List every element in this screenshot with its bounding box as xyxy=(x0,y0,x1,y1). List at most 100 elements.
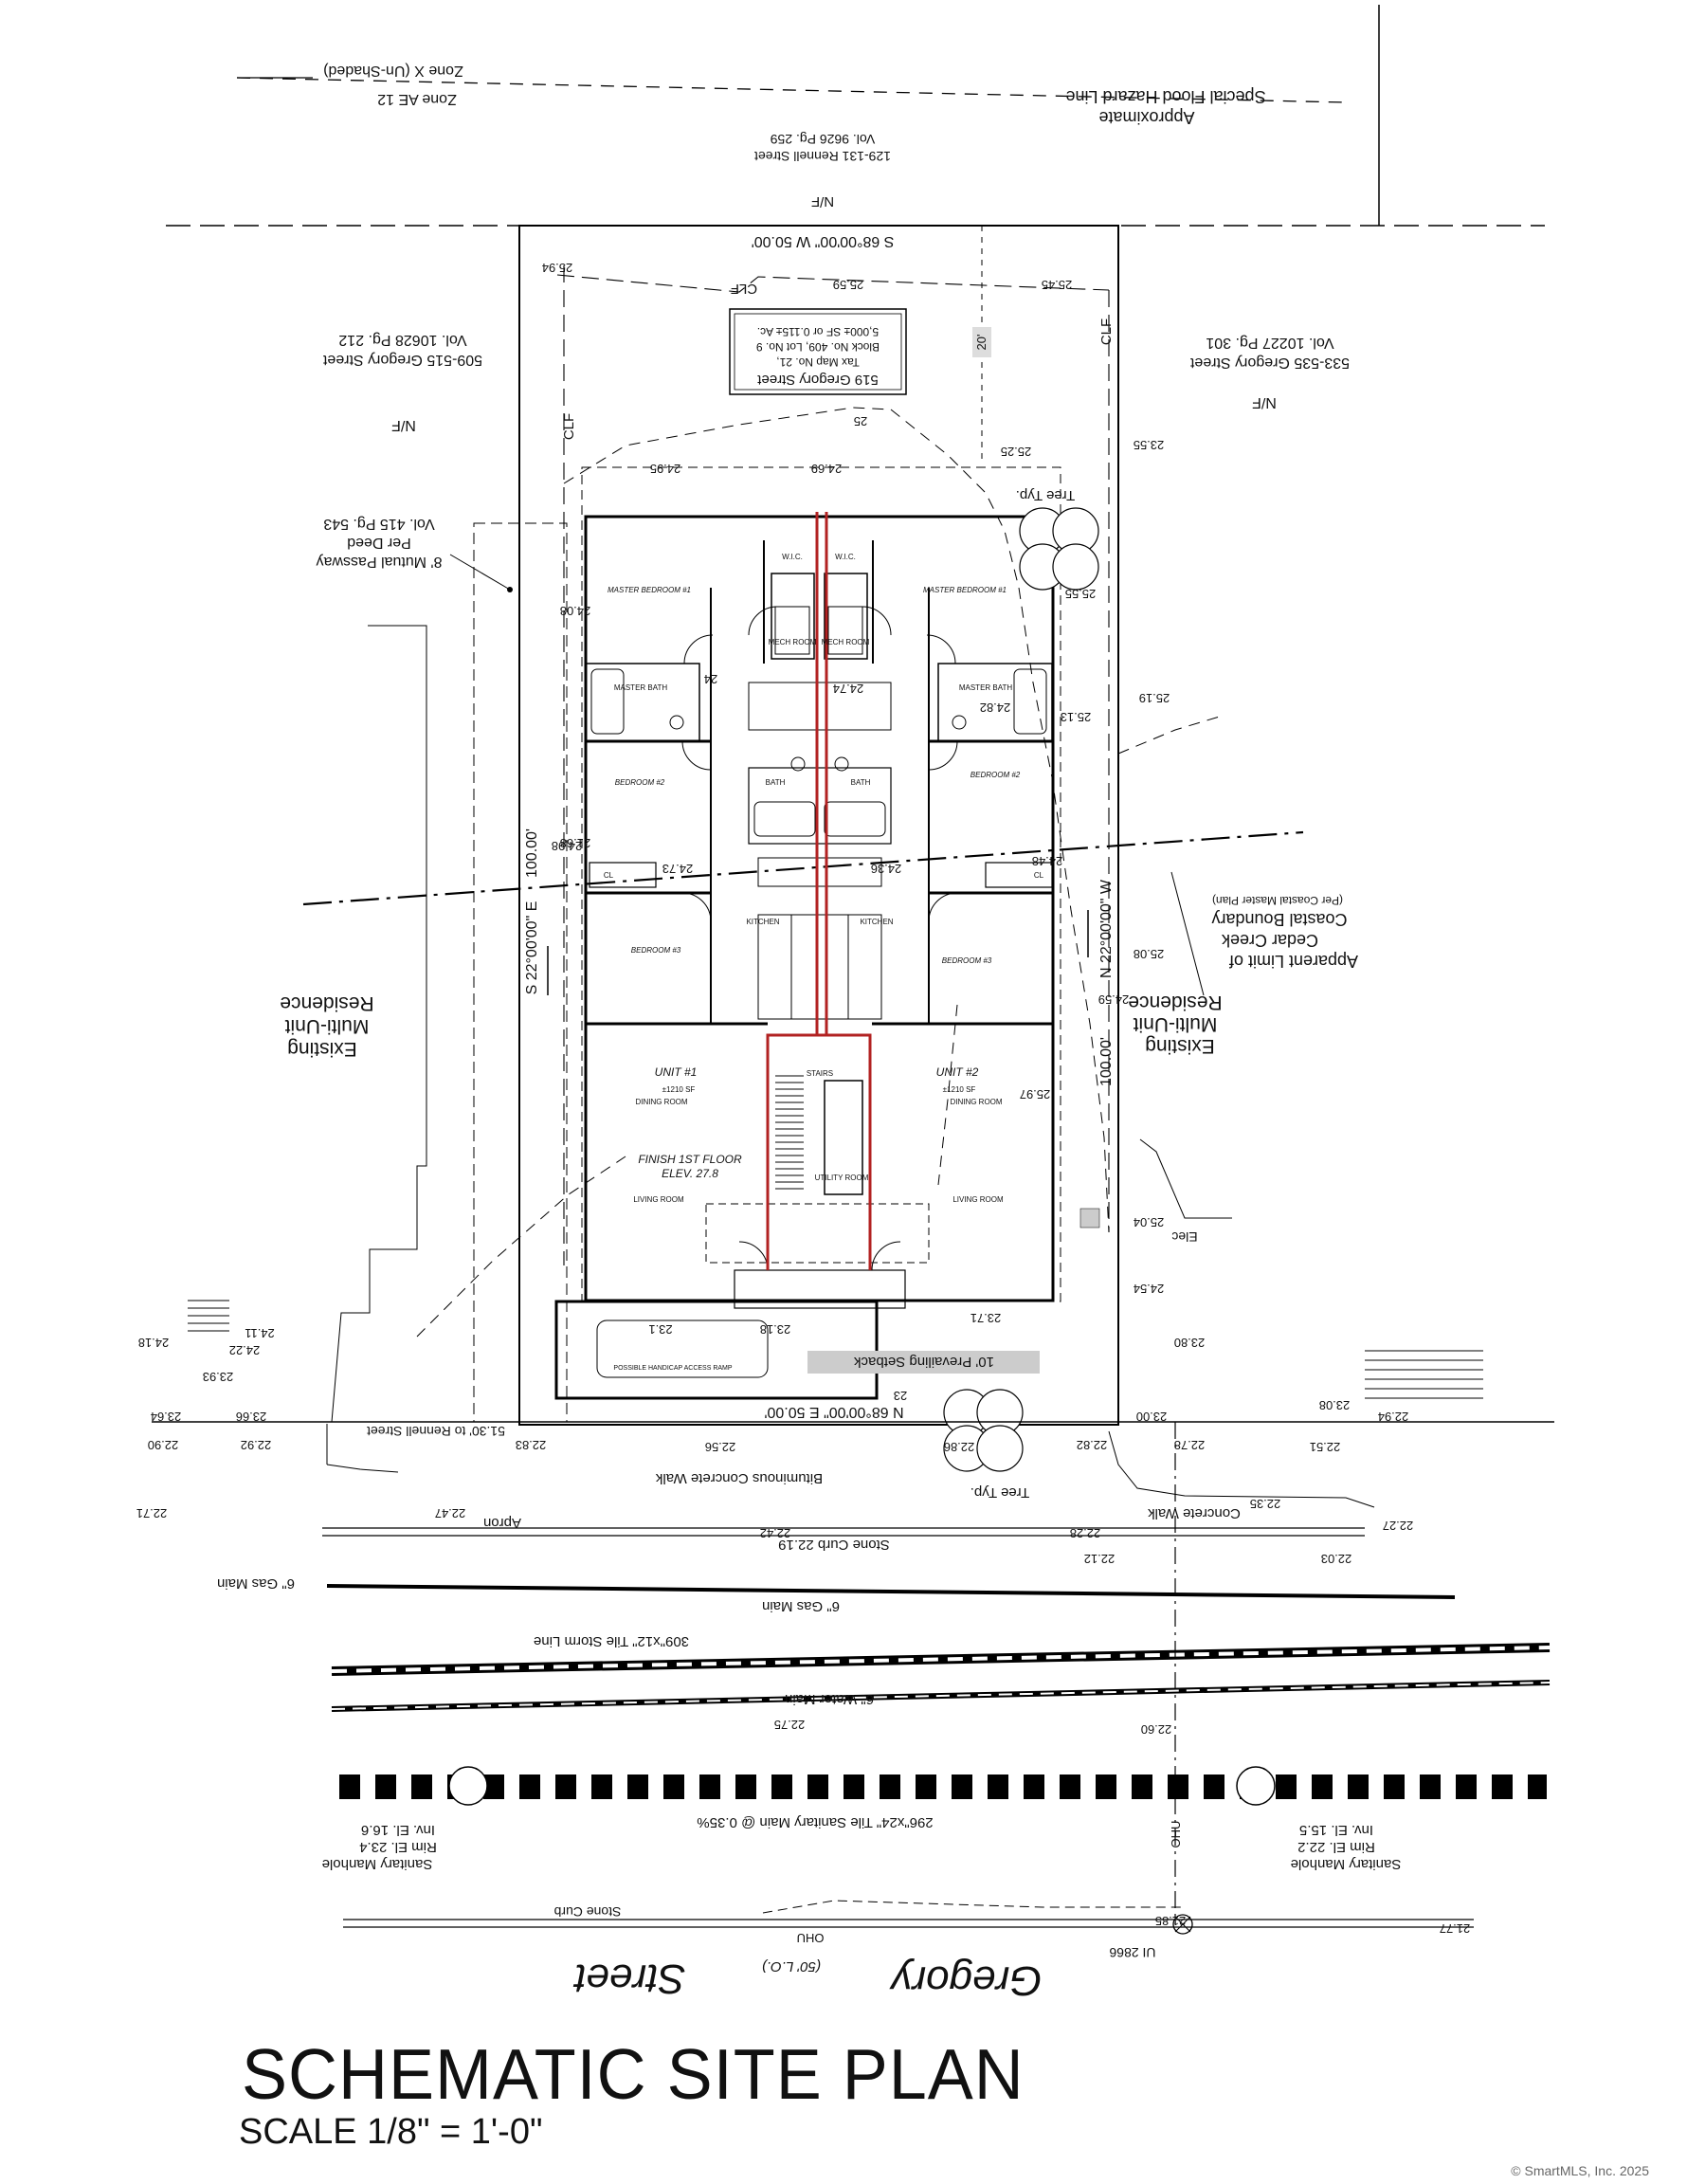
ohu-label: OHU xyxy=(1169,1821,1183,1848)
bedroom-3-right: BEDROOM #3 xyxy=(942,956,992,965)
elev-label: 24.11 xyxy=(245,1326,275,1340)
tree-bottom-label: Tree Typ. xyxy=(970,1484,1030,1501)
gas-main-center-label: 6" Gas Main xyxy=(762,1598,840,1614)
elev-label: 21.85 xyxy=(1155,1914,1187,1928)
clf-left-label: CLF xyxy=(561,413,577,440)
unit-1-sf: ±1210 SF xyxy=(662,1085,696,1094)
drawing-title: SCHEMATIC SITE PLAN xyxy=(242,2035,1025,2115)
closet-left: CL xyxy=(604,871,614,880)
wic-right: W.I.C. xyxy=(835,553,856,561)
finish-floor-2: ELEV. 27.8 xyxy=(662,1167,718,1180)
elev-label: 25.55 xyxy=(1065,587,1097,601)
bearing-right-length: 100.00' xyxy=(1098,1037,1115,1086)
elev-label: 23.55 xyxy=(1134,438,1165,452)
elev-label: 22.86 xyxy=(944,1440,975,1454)
master-bath-right: MASTER BATH xyxy=(959,683,1013,692)
dining-right: DINING ROOM xyxy=(950,1098,1002,1106)
gas-main-left-label: 6" Gas Main xyxy=(217,1575,295,1592)
property-boundary: S 68°00'00" W 50.00' N 68°00'00" E 50.00… xyxy=(518,225,1119,1426)
lot-area: 5,000± SF or 0.115± Ac. xyxy=(757,325,879,338)
mh-right-3: Inv. El. 15.5 xyxy=(1299,1822,1373,1838)
kitchen-right: KITCHEN xyxy=(860,918,893,926)
elev-label: 24.59 xyxy=(1098,992,1130,1007)
rear-neighbor-nf: N/F xyxy=(811,193,834,209)
elev-label: 23.1 xyxy=(648,1322,672,1337)
left-neighbor-nf: N/F xyxy=(391,417,416,433)
mh-right-1: Sanitary Manhole xyxy=(1291,1856,1402,1872)
elev-label: 22.47 xyxy=(435,1506,466,1520)
elev-label: 22.60 xyxy=(1141,1722,1172,1737)
room-labels: MASTER BEDROOM #1 MASTER BEDROOM #1 BEDR… xyxy=(604,553,1044,1204)
copyright-notice: © SmartMLS, Inc. 2025 xyxy=(1511,2163,1649,2178)
storm-line-label: 309"x12" Tile Storm Line xyxy=(534,1633,689,1649)
bedroom-2-right: BEDROOM #2 xyxy=(970,771,1021,779)
mh-left-2: Rim El. 23.4 xyxy=(359,1839,437,1855)
sanitary-main-label: 296"x24" Tile Sanitary Main @ 0.35% xyxy=(697,1814,933,1830)
master-bedroom-right: MASTER BEDROOM #1 xyxy=(923,586,1007,594)
elev-label: 24.69 xyxy=(811,462,843,476)
coastal-line-3: Coastal Boundary xyxy=(1211,910,1347,929)
elev-label: 22.42 xyxy=(760,1526,791,1540)
setback-label: 10' Prevailing Setback xyxy=(854,1354,994,1370)
elec-marker: Elec xyxy=(1079,1208,1198,1245)
elev-label: 22.94 xyxy=(1378,1410,1409,1424)
living-right: LIVING ROOM xyxy=(952,1195,1004,1204)
elev-label: 24.18 xyxy=(138,1336,170,1350)
lot-info-box: 519 Gregory Street Tax Map No. 21, Block… xyxy=(729,308,907,395)
conc-walk-label: Concrete Walk xyxy=(1148,1505,1241,1521)
elev-label: 24.82 xyxy=(980,701,1011,715)
elev-label: 23.93 xyxy=(203,1370,234,1384)
living-left: LIVING ROOM xyxy=(633,1195,684,1204)
hazard-label-2: Special Flood Hazard Line xyxy=(1065,87,1265,106)
elev-label: 22.28 xyxy=(1070,1526,1101,1540)
mh-left-1: Sanitary Manhole xyxy=(322,1856,433,1872)
closet-right: CL xyxy=(1034,871,1044,880)
front-yard: 51.30' to Rennell Street Bituminous Conc… xyxy=(152,1421,1554,1553)
bit-walk-label: Bituminous Concrete Walk xyxy=(655,1470,823,1486)
neighbor-labels: N/F 509-515 Gregory Street Vol. 10628 Pg… xyxy=(280,332,1350,1060)
elev-label: 22.27 xyxy=(1383,1519,1414,1533)
utilities: 6" Gas Main 6" Gas Main 309"x12" Tile St… xyxy=(217,1422,1551,1924)
mech-right: MECH ROOM xyxy=(822,638,870,646)
bath-left: BATH xyxy=(766,778,786,787)
unit-1-label: UNIT #1 xyxy=(655,1065,698,1079)
master-bedroom-left: MASTER BEDROOM #1 xyxy=(608,586,691,594)
elev-label: 25.04 xyxy=(1134,1215,1165,1229)
elev-label: 24.22 xyxy=(229,1343,261,1357)
zone-ae-label: Zone AE 12 xyxy=(377,91,457,107)
mech-left: MECH ROOM xyxy=(769,638,817,646)
left-residence-line-2: Multi-Unit xyxy=(285,1015,370,1037)
street-width: (50' L.O.) xyxy=(762,1958,821,1975)
elev-label: 22.03 xyxy=(1321,1552,1352,1566)
rear-neighbor-vol: Vol. 9626 Pg. 259 xyxy=(771,132,876,147)
left-neighbor-address: 509-515 Gregory Street xyxy=(322,352,482,368)
elev-label: 23 xyxy=(894,1389,907,1403)
utility-label: UTILITY ROOM xyxy=(815,1174,869,1182)
elev-label: 23.66 xyxy=(236,1410,267,1424)
mh-right-2: Rim El. 22.2 xyxy=(1297,1839,1375,1855)
ramp-label: POSSIBLE HANDICAP ACCESS RAMP xyxy=(613,1365,732,1372)
elev-label: 24.48 xyxy=(1032,854,1063,868)
master-bath-left: MASTER BATH xyxy=(614,683,668,692)
stone-curb-label: Stone Curb 22.19 xyxy=(778,1537,890,1553)
elev-label: 24.08 xyxy=(560,604,591,618)
elev-label: 22.12 xyxy=(1084,1552,1116,1566)
right-neighbor-address: 533-535 Gregory Street xyxy=(1189,355,1350,371)
water-main-label: 6" Water Main xyxy=(785,1691,874,1707)
elev-label: 25.97 xyxy=(1020,1087,1051,1101)
left-residence-line-3: Residence xyxy=(280,992,373,1014)
lot-address: 519 Gregory Street xyxy=(756,372,878,388)
elev-label: 22.56 xyxy=(705,1440,736,1454)
contour-lines xyxy=(416,407,1224,1338)
chain-link-fence: CLF CLF CLF xyxy=(556,265,1115,1265)
elev-label: 23.71 xyxy=(970,1311,1002,1325)
zone-x-label: Zone X (Un-Shaded) xyxy=(323,63,463,79)
drawing-scale: SCALE 1/8" = 1'-0" xyxy=(239,2112,543,2152)
clf-right-label: CLF xyxy=(1098,318,1115,345)
unit-2-label: UNIT #2 xyxy=(936,1065,979,1079)
elev-label: 22.35 xyxy=(1250,1497,1281,1511)
wic-left: W.I.C. xyxy=(782,553,803,561)
elev-label: 24.73 xyxy=(662,862,694,876)
lot-tax-map: Tax Map No. 21, xyxy=(776,355,859,369)
elev-label: 24.54 xyxy=(1134,1282,1165,1296)
